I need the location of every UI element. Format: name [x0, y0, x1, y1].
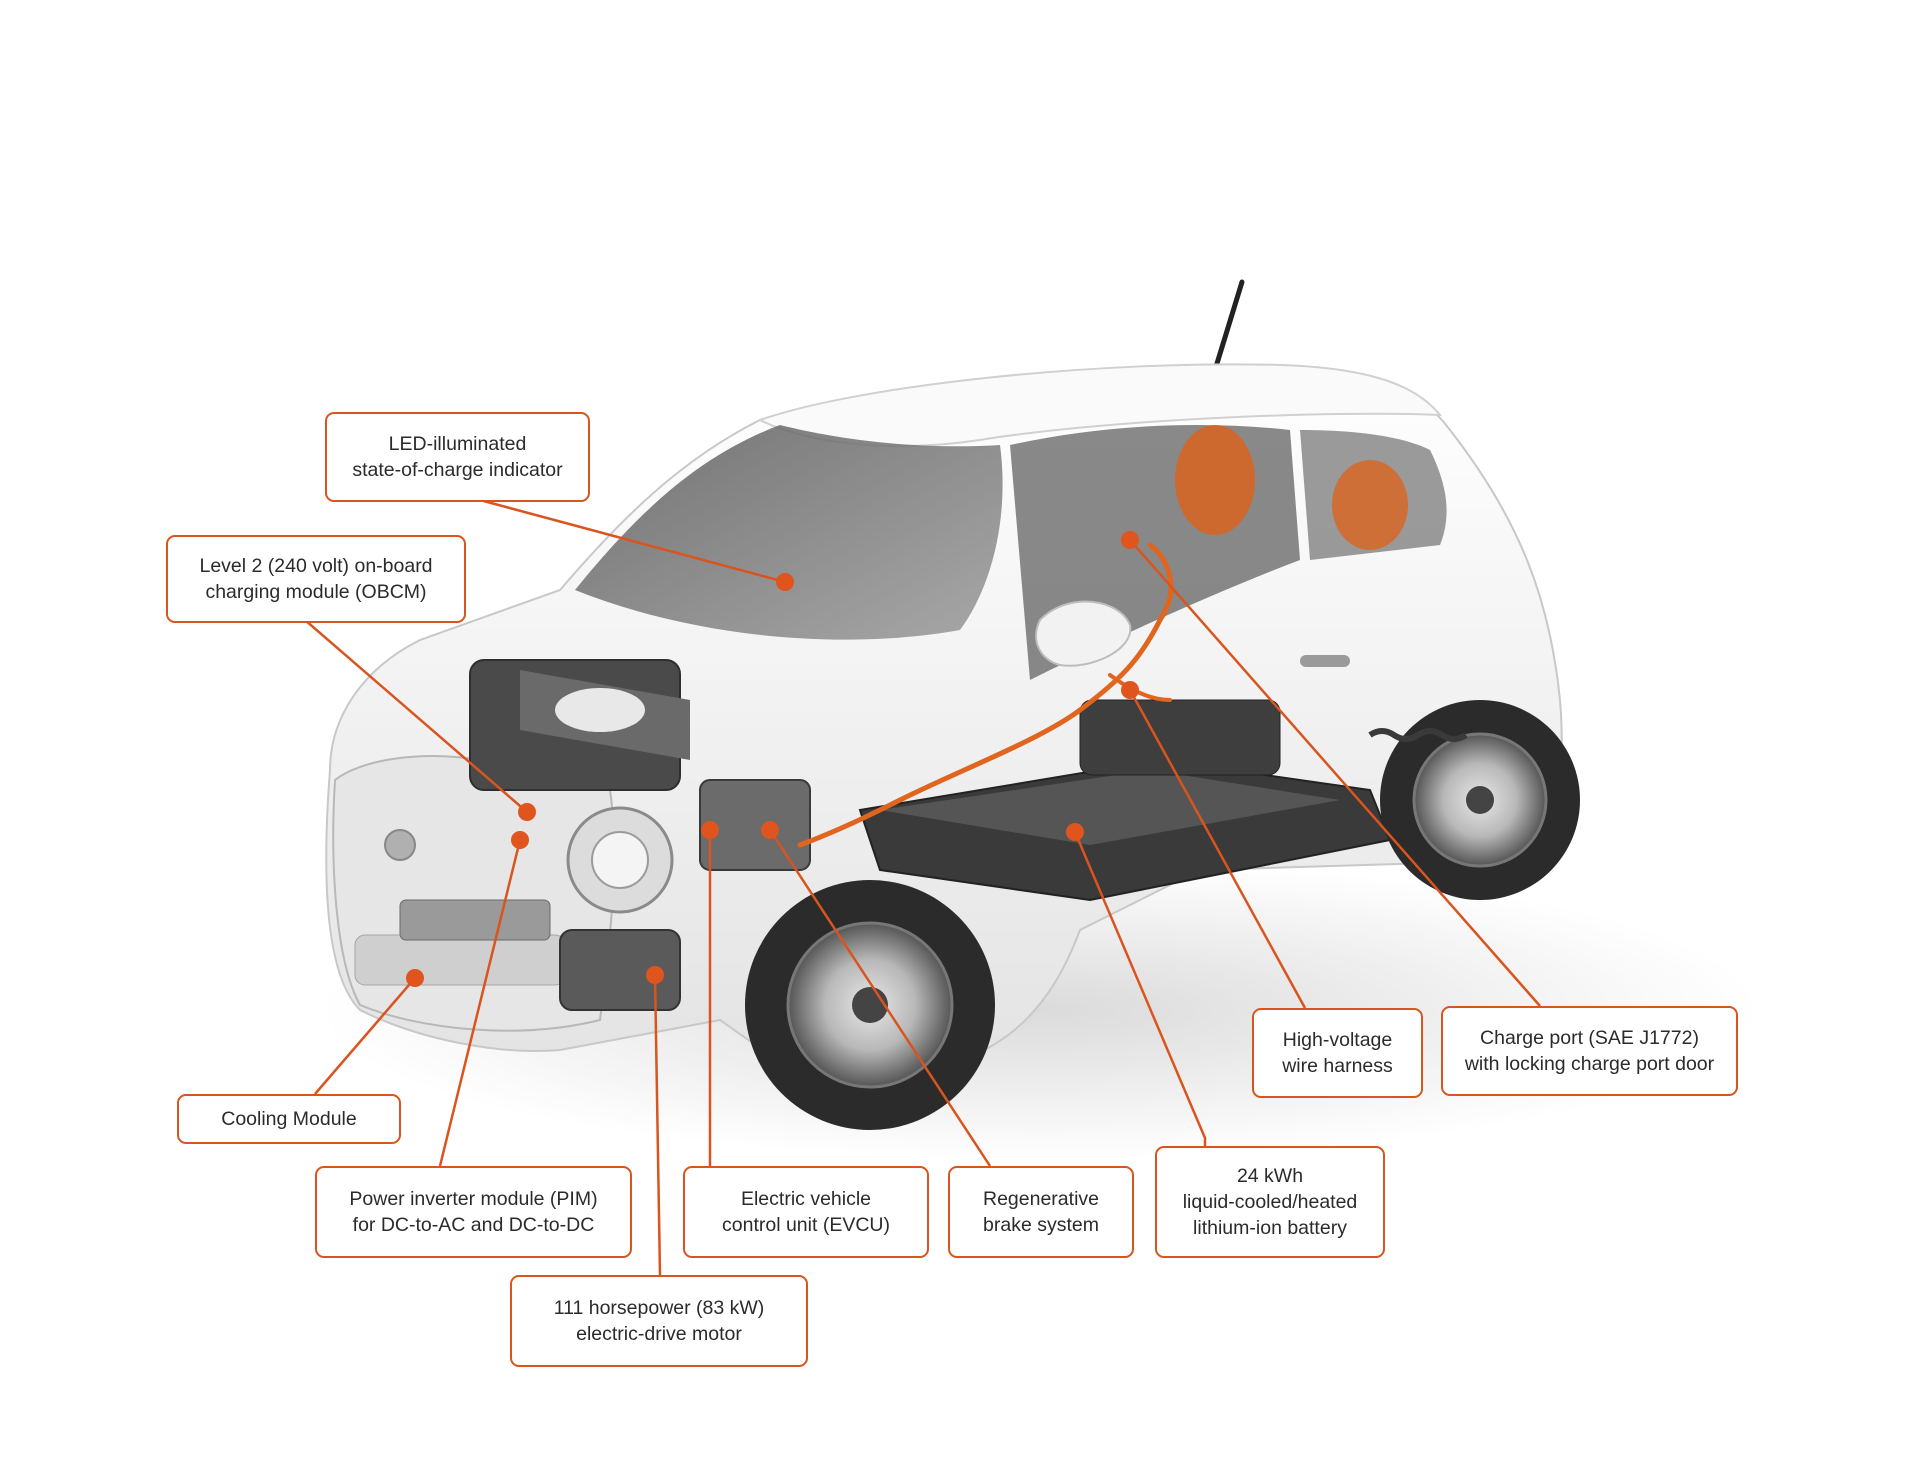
- leader-dot-obcm: [518, 803, 536, 821]
- leader-dot-soc-indicator: [776, 573, 794, 591]
- leader-line-charge-port: [1129, 539, 1541, 1007]
- leader-dot-motor: [646, 966, 664, 984]
- callout-charge-port: Charge port (SAE J1772) with locking cha…: [1441, 1006, 1738, 1096]
- callout-brake: Regenerative brake system: [948, 1166, 1134, 1258]
- leader-dot-pim: [511, 831, 529, 849]
- leader-lines: [304, 498, 1541, 1276]
- lower-grille: [354, 934, 566, 986]
- callout-line: with locking charge port door: [1464, 1053, 1715, 1075]
- battery-rear-module: [1079, 699, 1281, 776]
- callout-cooling: Cooling Module: [177, 1094, 401, 1144]
- leader-dot-harness: [1121, 681, 1139, 699]
- leader-dot-battery: [1066, 823, 1084, 841]
- rear-seat: [1332, 460, 1408, 550]
- callout-battery: 24 kWh liquid-cooled/heated lithium-ion …: [1155, 1146, 1385, 1258]
- front-hub: [852, 987, 888, 1023]
- door-handle: [1300, 655, 1350, 667]
- antenna: [1212, 279, 1245, 373]
- callout-motor: 111 horsepower (83 kW) electric-drive mo…: [510, 1275, 808, 1367]
- callout-line: Charge port (SAE J1772): [1480, 1027, 1699, 1049]
- callout-line: charging module (OBCM): [205, 581, 427, 603]
- badge: [384, 829, 416, 861]
- leader-line-obcm: [304, 619, 528, 813]
- radiator: [399, 899, 551, 941]
- callout-line: Level 2 (240 volt) on-board: [199, 555, 433, 577]
- callout-line: control unit (EVCU): [722, 1214, 890, 1236]
- callout-line: wire harness: [1282, 1055, 1393, 1077]
- rear-hub: [1466, 786, 1494, 814]
- logo-plate: [555, 688, 645, 732]
- leader-line-harness: [1128, 689, 1307, 1009]
- motor-block: [559, 929, 681, 1011]
- leader-line-motor: [653, 974, 662, 1276]
- callout-pim: Power inverter module (PIM) for DC-to-AC…: [315, 1166, 632, 1258]
- callout-line: LED-illuminated: [388, 433, 527, 455]
- battery-top: [880, 770, 1340, 845]
- leader-dots: [406, 531, 1139, 987]
- callout-line: High-voltage: [1282, 1029, 1393, 1051]
- callout-line: Regenerative: [983, 1188, 1099, 1210]
- side-mirror: [1035, 600, 1132, 667]
- leader-line-pim: [438, 839, 522, 1167]
- callout-evcu: Electric vehicle control unit (EVCU): [683, 1166, 929, 1258]
- callout-obcm: Level 2 (240 volt) on-board charging mod…: [166, 535, 466, 623]
- callout-line: lithium-ion battery: [1193, 1217, 1347, 1239]
- callout-line: Power inverter module (PIM): [349, 1188, 598, 1210]
- windshield: [575, 425, 1003, 640]
- headlight-lens: [591, 831, 649, 889]
- callout-line: 111 horsepower (83 kW): [553, 1297, 765, 1319]
- callout-line: state-of-charge indicator: [352, 459, 563, 481]
- callout-line: brake system: [983, 1214, 1099, 1236]
- callout-line: Electric vehicle: [740, 1188, 872, 1210]
- callout-line: Cooling Module: [221, 1108, 357, 1130]
- callout-harness: High-voltage wire harness: [1252, 1008, 1423, 1098]
- harness-cable: [797, 542, 1174, 848]
- callout-line: liquid-cooled/heated: [1182, 1191, 1358, 1213]
- leader-line-soc-indicator: [479, 498, 786, 584]
- leader-dot-charge-port: [1121, 531, 1139, 549]
- harness-cable-2: [1108, 673, 1172, 702]
- leader-dot-cooling: [406, 969, 424, 987]
- leader-line-brake: [768, 829, 992, 1167]
- leader-dot-evcu: [701, 821, 719, 839]
- rear-spring: [1368, 728, 1468, 742]
- leader-line-battery: [1073, 831, 1207, 1146]
- callout-line: electric-drive motor: [576, 1323, 742, 1345]
- leader-line-cooling: [314, 977, 416, 1095]
- leader-dot-brake: [761, 821, 779, 839]
- callout-line: for DC-to-AC and DC-to-DC: [352, 1214, 595, 1236]
- callout-soc-indicator: LED-illuminated state-of-charge indicato…: [325, 412, 590, 502]
- front-seat: [1175, 425, 1255, 535]
- callout-line: 24 kWh: [1236, 1165, 1304, 1187]
